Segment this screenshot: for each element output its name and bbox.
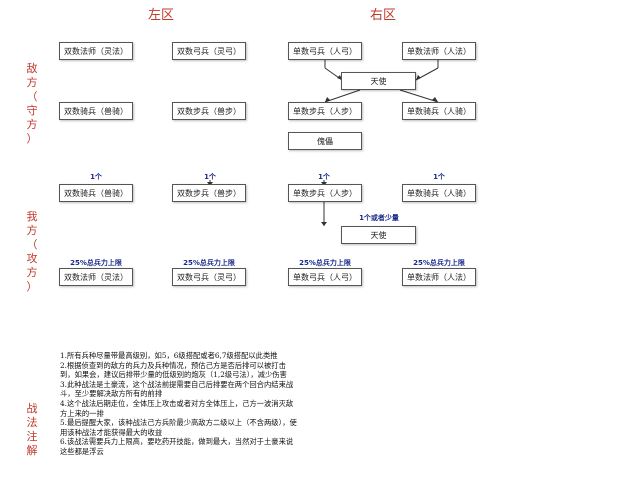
our-unit-box: 双数步兵（兽步） <box>172 184 246 202</box>
count-label: 1个 <box>433 173 445 181</box>
tactic-notes: 1.所有兵种尽量带最高级别，如5，6级搭配或者6,7级搭配以此类推 2.根据侦查… <box>60 351 300 457</box>
right-zone-header: 右区 <box>370 8 397 23</box>
enemy-unit-box: 单数法师（人法） <box>402 42 476 60</box>
note-item: 1.所有兵种尽量带最高级别，如5，6级搭配或者6,7级搭配以此类推 <box>60 351 278 360</box>
enemy-unit-box: 单数弓兵（人弓） <box>288 42 362 60</box>
enemy-unit-box: 双数弓兵（灵弓） <box>172 42 246 60</box>
our-unit-box: 单数骑兵（人骑） <box>402 184 476 202</box>
our-unit-box: 单数法师（人法） <box>402 268 476 286</box>
enemy-puppet-box: 傀儡 <box>288 132 362 150</box>
enemy-unit-box: 双数法师（灵法） <box>59 42 133 60</box>
enemy-angel-box: 天使 <box>341 72 416 90</box>
left-zone-header: 左区 <box>148 8 175 23</box>
note-item: 5.最后提醒大家，该种战法己方兵阶最少高敌方二级以上（不含两级），使用该种战法才… <box>60 418 297 437</box>
enemy-side-label: 敌方（守方） <box>26 62 38 145</box>
our-unit-box: 双数骑兵（兽骑） <box>59 184 133 202</box>
cap-label: 25%总兵力上限 <box>183 259 235 267</box>
our-unit-box: 单数弓兵（人弓） <box>288 268 362 286</box>
notes-side-label: 战法注解 <box>26 402 38 457</box>
count-label: 1个 <box>318 173 330 181</box>
our-unit-box: 双数法师（灵法） <box>59 268 133 286</box>
enemy-unit-box: 单数骑兵（人骑） <box>402 102 476 120</box>
cap-label: 25%总兵力上限 <box>413 259 465 267</box>
count-label: 1个 <box>90 173 102 181</box>
note-item: 2.根据侦查到的敌方的兵力及兵种情况，预估己方是否后排可以被打击到，如果会，建议… <box>60 360 287 380</box>
ours-side-label: 我方（攻方） <box>26 210 38 293</box>
note-item: 6.该战法需要兵力上限高，要吃药开技能，做到最大，当然对于土豪来说这些都是浮云 <box>60 437 294 456</box>
enemy-unit-box: 单数步兵（人步） <box>288 102 362 120</box>
note-item: 4.这个战法后期走位，全体压上攻击或者对方全体压上，己方一波消灭敌方上来的一排 <box>60 398 294 418</box>
count-label: 1个 <box>204 173 216 181</box>
cap-label: 25%总兵力上限 <box>299 259 351 267</box>
angel-count-label: 1个或者少量 <box>359 214 399 222</box>
our-unit-box: 单数步兵（人步） <box>288 184 362 202</box>
enemy-unit-box: 双数骑兵（兽骑） <box>59 102 133 120</box>
enemy-unit-box: 双数步兵（兽步） <box>172 102 246 120</box>
cap-label: 25%总兵力上限 <box>70 259 122 267</box>
note-item: 3.此种战法是土豪流，这个战法前提需要自己后排要在两个回合内结束战斗，至少要解决… <box>60 379 294 399</box>
our-angel-box: 天使 <box>341 226 416 244</box>
our-unit-box: 双数弓兵（灵弓） <box>172 268 246 286</box>
